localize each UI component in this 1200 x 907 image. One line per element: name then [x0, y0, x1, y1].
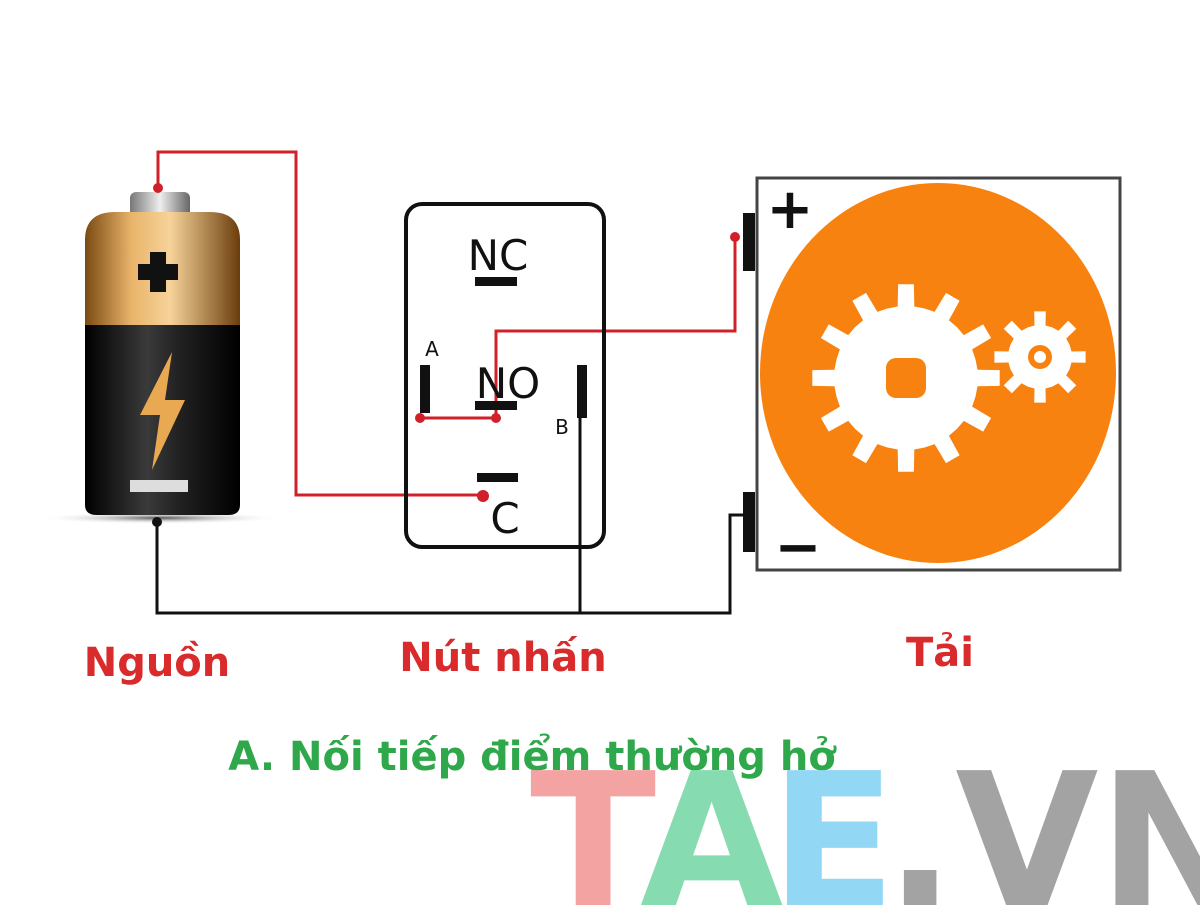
watermark-e: E: [770, 733, 896, 907]
b-label: B: [555, 415, 569, 439]
a-terminal: [420, 365, 430, 413]
watermark-t: T: [530, 733, 656, 907]
no-contact: [475, 401, 517, 410]
large-gear-icon: [812, 284, 1000, 472]
source-label: Nguồn: [84, 640, 231, 686]
button-label: Nút nhấn: [399, 635, 606, 681]
load-label: Tải: [906, 630, 974, 676]
positive-wire: [156, 150, 737, 497]
caption: A. Nối tiếp điểm thường hở: [228, 732, 837, 780]
connection-dots: [153, 183, 740, 502]
watermark-vn: .VN: [885, 733, 1200, 907]
small-gear-icon: [994, 311, 1086, 403]
minus-terminal: [743, 492, 755, 552]
negative-wire: [155, 418, 745, 615]
watermark-logo: T A E .VN: [530, 733, 1200, 907]
push-button-switch: NC A NO B C: [404, 202, 606, 549]
battery-icon: [40, 192, 280, 527]
no-label: NO: [476, 359, 540, 408]
load-motor: + −: [743, 176, 1122, 580]
minus-label: −: [775, 515, 822, 580]
c-contact: [477, 473, 518, 482]
plus-label: +: [767, 177, 814, 242]
watermark-a: A: [640, 733, 783, 907]
c-label: C: [490, 494, 519, 543]
b-terminal: [577, 365, 587, 418]
nc-contact: [475, 277, 517, 286]
a-label: A: [425, 337, 439, 361]
nc-label: NC: [468, 231, 529, 280]
plus-terminal: [743, 213, 755, 271]
